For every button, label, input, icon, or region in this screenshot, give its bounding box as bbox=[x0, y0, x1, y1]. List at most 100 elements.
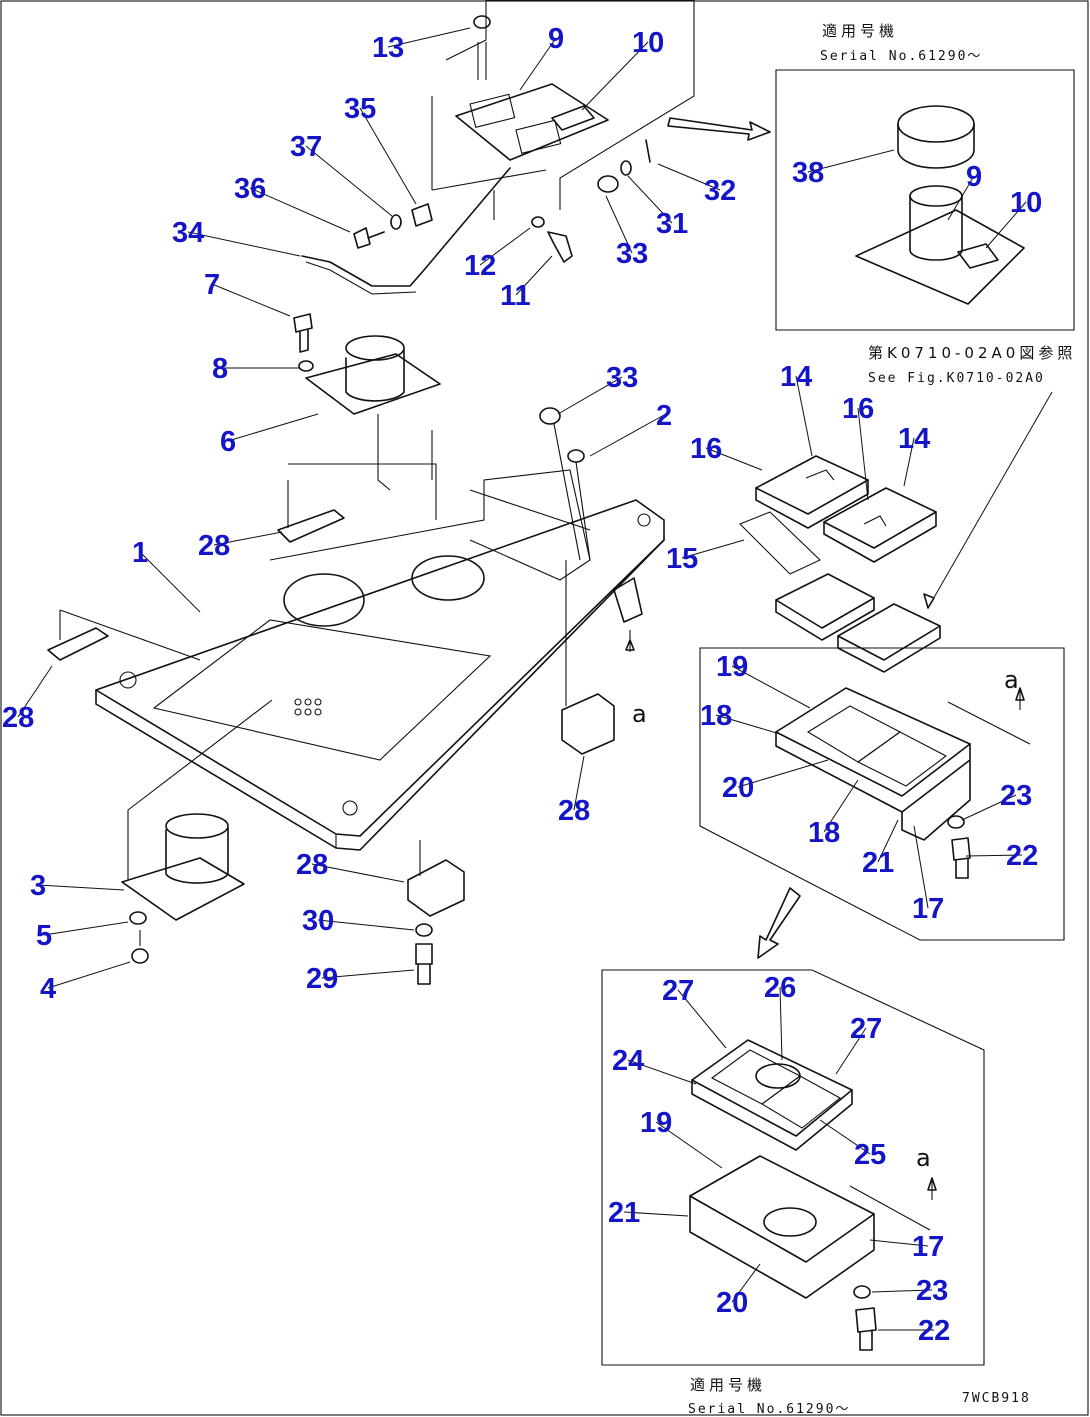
leader-line-c3 bbox=[37, 884, 125, 891]
callout-c18b: 18 bbox=[808, 817, 840, 849]
leader-line-c1 bbox=[139, 551, 201, 613]
leader-line-c27 bbox=[677, 989, 727, 1049]
callout-c21b: 21 bbox=[608, 1197, 640, 1229]
callout-c16: 16 bbox=[690, 433, 722, 465]
callout-c28d: 28 bbox=[558, 795, 590, 827]
leader-line-c18 bbox=[715, 714, 781, 735]
leader-line-c9b bbox=[947, 175, 975, 221]
leader-line-c6 bbox=[227, 413, 319, 442]
leader-line-c28b bbox=[213, 531, 283, 546]
leader-line-c17 bbox=[913, 825, 929, 909]
leader-line-c38 bbox=[807, 149, 895, 173]
callout-c9: 9 bbox=[548, 23, 564, 55]
drawing-code: 7WCB918 bbox=[962, 1391, 1031, 1406]
detail-38-cap bbox=[897, 105, 975, 169]
callout-c20b: 20 bbox=[716, 1287, 748, 1319]
leader-line-c30 bbox=[317, 919, 415, 931]
callout-c10b: 10 bbox=[1010, 187, 1042, 219]
callout-c11: 11 bbox=[500, 280, 531, 312]
callout-c22: 22 bbox=[1006, 840, 1038, 872]
detail-cover-9-10 bbox=[855, 185, 1025, 305]
callout-c16b: 16 bbox=[842, 393, 874, 425]
leader-line-c28c bbox=[311, 863, 405, 883]
callout-c1: 1 bbox=[132, 537, 148, 569]
callout-c30: 30 bbox=[302, 905, 334, 937]
callout-c26: 26 bbox=[764, 972, 796, 1004]
leader-line-c37 bbox=[305, 145, 393, 217]
leader-line-c13 bbox=[387, 27, 471, 48]
pads-lower bbox=[775, 573, 941, 673]
arrow-to-top-detail bbox=[667, 117, 771, 141]
note-top-serial: Serial No.61290～ bbox=[820, 49, 982, 64]
pipe-34 bbox=[301, 167, 511, 295]
callout-c32: 32 bbox=[704, 175, 736, 207]
callout-c36: 36 bbox=[234, 173, 266, 205]
middle-detail-frame bbox=[699, 647, 1065, 941]
leader-line-c33b bbox=[557, 376, 623, 415]
leader-line-c19b bbox=[655, 1121, 723, 1169]
callout-c23b: 23 bbox=[916, 1275, 948, 1307]
callout-c24: 24 bbox=[612, 1045, 644, 1077]
callout-c14: 14 bbox=[780, 361, 812, 393]
leader-line-c5 bbox=[43, 921, 129, 936]
main-frame-plate bbox=[95, 469, 665, 851]
leader-line-c35 bbox=[359, 107, 417, 205]
callout-c23: 23 bbox=[1000, 780, 1032, 812]
note-top-jp: 適用号機 bbox=[822, 22, 898, 40]
leader-line-c15 bbox=[681, 539, 745, 559]
bracket-28-bottom bbox=[407, 840, 465, 917]
leader-line-c20b bbox=[731, 1263, 761, 1303]
callout-c15: 15 bbox=[666, 543, 698, 575]
bracket-28-upper bbox=[277, 463, 437, 543]
fastener-set bbox=[129, 15, 651, 985]
arrow-to-bottom-detail bbox=[757, 887, 801, 959]
callout-c28a: 28 bbox=[2, 702, 34, 734]
callout-c8: 8 bbox=[212, 353, 228, 385]
leader-line-c27b bbox=[835, 1027, 867, 1075]
callout-c25: 25 bbox=[854, 1139, 886, 1171]
leader-line-c28d bbox=[573, 755, 585, 811]
callout-c13: 13 bbox=[372, 32, 404, 64]
note-see-fig-en: See Fig.K0710-02A0 bbox=[868, 371, 1045, 386]
callout-c4: 4 bbox=[40, 973, 56, 1005]
callout-c7: 7 bbox=[204, 269, 220, 301]
leader-line-c22 bbox=[965, 854, 1023, 857]
leader-line-c23 bbox=[961, 794, 1017, 821]
leader-line-c32 bbox=[657, 163, 721, 191]
part-3-mount bbox=[121, 699, 273, 921]
callout-c27: 27 bbox=[662, 975, 694, 1007]
callout-c22b: 22 bbox=[918, 1315, 950, 1347]
bottom-detail-frame bbox=[601, 969, 985, 1366]
leader-line-c24 bbox=[627, 1059, 697, 1085]
leader-line-c26 bbox=[779, 986, 783, 1061]
leader-line-c12 bbox=[479, 227, 531, 266]
leader-line-c11 bbox=[515, 255, 553, 296]
callout-c18: 18 bbox=[700, 700, 732, 732]
leader-line-c28a bbox=[17, 665, 53, 718]
callout-c9b: 9 bbox=[966, 161, 982, 193]
callout-c28c: 28 bbox=[296, 849, 328, 881]
upper-phantom-frame bbox=[445, 0, 695, 210]
callout-c20: 20 bbox=[722, 772, 754, 804]
leader-line-c23b bbox=[871, 1289, 933, 1293]
callout-c37: 37 bbox=[290, 131, 322, 163]
callout-c12: 12 bbox=[464, 250, 496, 282]
callout-c29: 29 bbox=[306, 963, 338, 995]
tray-bottom bbox=[689, 1155, 937, 1351]
callout-c2: 2 bbox=[656, 400, 672, 432]
callout-c33: 33 bbox=[616, 238, 648, 270]
leader-line-c2 bbox=[589, 414, 665, 457]
callout-c6: 6 bbox=[220, 426, 236, 458]
leader-line-c14b bbox=[903, 437, 915, 487]
bracket-28-left bbox=[47, 609, 201, 661]
view-letter-a: a bbox=[632, 700, 647, 728]
callout-c19b: 19 bbox=[640, 1107, 672, 1139]
callout-c3: 3 bbox=[30, 870, 46, 902]
bracket-28-right bbox=[561, 560, 643, 755]
leader-line-c36 bbox=[249, 187, 351, 233]
callout-c14b: 14 bbox=[898, 423, 930, 455]
note-bottom-jp: 適用号機 bbox=[690, 1376, 766, 1394]
callout-c21: 21 bbox=[862, 847, 894, 879]
